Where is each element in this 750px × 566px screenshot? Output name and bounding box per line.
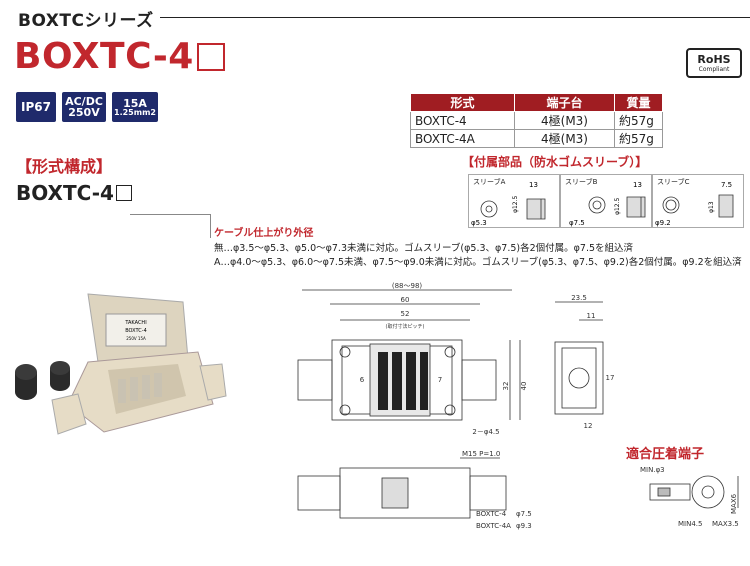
dim-min45: MIN4.5 bbox=[678, 520, 702, 528]
page-title: BOXTC-4 bbox=[14, 36, 225, 77]
rohs-sub: Compliant bbox=[698, 66, 730, 73]
spec-header-row: 形式 端子台 質量 bbox=[410, 93, 663, 112]
crimp-heading: 適合圧着端子 bbox=[626, 447, 705, 462]
spec-table: 形式 端子台 質量 BOXTC-4 4極(M3) 約57g BOXTC-4A 4… bbox=[410, 93, 663, 148]
enclosure-image: TAKACHI BOXTC-4 250V 15A bbox=[15, 293, 227, 435]
model-text: BOXTC-4 bbox=[16, 181, 114, 205]
dim-12: 12 bbox=[584, 422, 593, 430]
dim-23-5: 23.5 bbox=[571, 294, 587, 302]
cell: BOXTC-4A bbox=[410, 129, 515, 148]
accessory-heading: 【付属部品（防水ゴムスリーブ）】 bbox=[462, 155, 648, 169]
side-view-drawing: 23.5 11 17 12 bbox=[554, 294, 615, 430]
front-view-drawing: (88～98) 60 52 (取付寸法ピッチ) 6 7 32 40 2－φ4.5 bbox=[297, 282, 528, 436]
cable-note-2: A…φ4.0～φ5.3、φ6.0～φ7.5未満、φ7.5～φ9.0未満に対応。ゴ… bbox=[214, 257, 742, 268]
crimp-terminal-drawing: MIN.φ3 MAX6 MIN4.5 MAX3.5 bbox=[640, 466, 739, 528]
sleeve-label: スリーブC bbox=[657, 178, 690, 186]
badge-text: 15A bbox=[123, 96, 147, 110]
dim-60: 60 bbox=[401, 296, 410, 304]
dim-max35: MAX3.5 bbox=[712, 520, 739, 528]
product-photo: TAKACHI BOXTC-4 250V 15A bbox=[8, 284, 232, 464]
cell: BOXTC-4 bbox=[410, 111, 515, 130]
cell: 4極(M3) bbox=[514, 111, 615, 130]
divider bbox=[160, 17, 750, 18]
leader-line bbox=[210, 214, 211, 238]
model-4-val: φ7.5 bbox=[516, 510, 532, 518]
badge-text: 250V bbox=[68, 106, 100, 119]
cable-heading: ケーブル仕上がり外径 bbox=[214, 228, 314, 239]
sleeve-a: スリーブA 13 φ5.3 φ12.5 bbox=[468, 174, 560, 228]
table-row: BOXTC-4A 4極(M3) 約57g bbox=[410, 129, 663, 148]
dim-11: 11 bbox=[587, 312, 596, 320]
badge-text: IP67 bbox=[21, 100, 51, 114]
dim-overall: (88～98) bbox=[392, 282, 423, 290]
dim-52: 52 bbox=[401, 310, 410, 318]
rohs-mark: RoHS Compliant bbox=[686, 48, 742, 78]
cell: 約57g bbox=[614, 111, 663, 130]
table-row: BOXTC-4 4極(M3) 約57g bbox=[410, 111, 663, 130]
rohs-main: RoHS bbox=[697, 53, 731, 66]
section-view-drawing: M15 P=1.0 BOXTC-4 φ7.5 BOXTC-4A φ9.3 bbox=[297, 450, 532, 530]
dim: φ9.2 bbox=[655, 219, 671, 227]
placeholder-square-icon bbox=[115, 185, 132, 201]
dim: 13 bbox=[633, 181, 642, 189]
sleeve-label: スリーブA bbox=[473, 178, 506, 186]
cell: 約57g bbox=[614, 129, 663, 148]
title-text: BOXTC-4 bbox=[14, 36, 194, 77]
photo-brand: TAKACHI bbox=[124, 320, 146, 326]
series-title: BOXTCシリーズ bbox=[18, 11, 154, 31]
photo-model: BOXTC-4 bbox=[125, 328, 147, 334]
sleeve-icon: 13 φ7.5 φ12.5 bbox=[569, 181, 646, 227]
model-4a-val: φ9.3 bbox=[516, 522, 532, 530]
ip67-badge: IP67 bbox=[16, 92, 56, 122]
badge-text: 1.25mm2 bbox=[114, 107, 156, 117]
model-4: BOXTC-4 bbox=[476, 510, 507, 518]
th-terminal: 端子台 bbox=[514, 93, 615, 112]
hole-dim: 2－φ4.5 bbox=[472, 428, 499, 436]
sleeve-icon: 13 φ5.3 φ12.5 bbox=[471, 181, 546, 227]
dim: 13 bbox=[529, 181, 538, 189]
dim-min3: MIN.φ3 bbox=[640, 466, 665, 474]
sleeve-b: スリーブB 13 φ7.5 φ12.5 bbox=[560, 174, 652, 228]
placeholder-square-icon bbox=[196, 42, 225, 71]
cable-note-1: 無…φ3.5～φ5.3、φ5.0～φ7.3未満に対応。ゴムスリーブ(φ5.3、φ… bbox=[214, 243, 634, 254]
model-code: BOXTC-4 bbox=[16, 181, 132, 205]
dim: φ12.5 bbox=[512, 196, 519, 214]
current-badge: 15A 1.25mm2 bbox=[112, 92, 158, 122]
dim-32: 32 bbox=[502, 382, 510, 391]
dim-m15: M15 P=1.0 bbox=[462, 450, 500, 458]
dim-40: 40 bbox=[520, 382, 528, 391]
dim-7: 7 bbox=[438, 376, 442, 384]
leader-line bbox=[130, 214, 210, 215]
sleeve-icon: 7.5 φ9.2 φ13 bbox=[655, 181, 734, 227]
dim-6: 6 bbox=[360, 376, 365, 384]
dim-max6: MAX6 bbox=[730, 493, 738, 514]
dim: 7.5 bbox=[721, 181, 732, 189]
th-weight: 質量 bbox=[614, 93, 663, 112]
dim: φ12.5 bbox=[614, 198, 621, 216]
dim-17: 17 bbox=[606, 374, 615, 382]
photo-rating: 250V 15A bbox=[126, 336, 146, 341]
dim-pitch: (取付寸法ピッチ) bbox=[386, 323, 425, 330]
model-4a: BOXTC-4A bbox=[476, 522, 511, 530]
sleeve-c: スリーブC 7.5 φ9.2 φ13 bbox=[652, 174, 744, 228]
badge-text: AC/DC bbox=[65, 95, 103, 108]
dim: φ7.5 bbox=[569, 219, 585, 227]
cell: 4極(M3) bbox=[514, 129, 615, 148]
th-model: 形式 bbox=[410, 93, 515, 112]
voltage-badge: AC/DC 250V bbox=[62, 92, 106, 122]
dim: φ5.3 bbox=[471, 219, 487, 227]
dim: φ13 bbox=[708, 201, 715, 213]
sleeve-label: スリーブB bbox=[565, 178, 598, 186]
config-heading: 【形式構成】 bbox=[16, 157, 113, 176]
